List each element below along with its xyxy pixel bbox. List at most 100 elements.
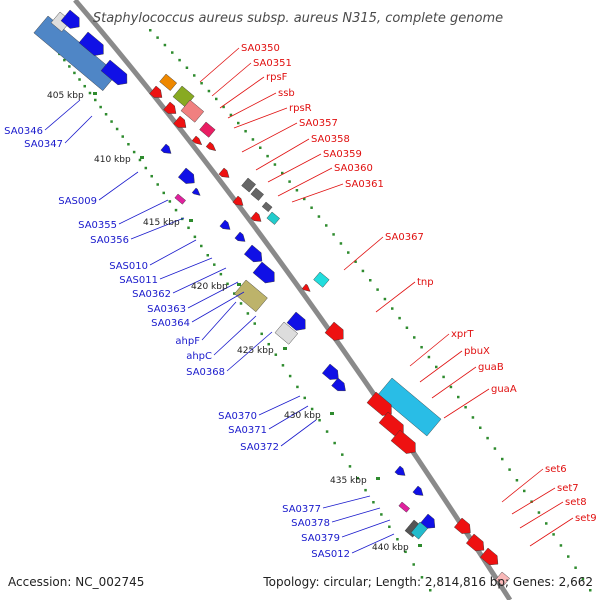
gene-arrow-minus [394,465,406,476]
leader-line [331,507,381,523]
gene-block [274,321,299,345]
gene-block [250,187,264,201]
tick-dot [259,146,262,149]
tick-dot [295,189,299,192]
tick-dot [260,332,263,336]
gene-block-cyan [313,271,330,288]
gene-label-plus: rpsF [266,72,288,83]
tick-dot [427,355,431,359]
scale-label: 425 kbp [237,346,274,356]
gene-block [199,121,216,138]
leader-line [149,239,197,266]
gene-label-plus: SA0351 [253,58,292,69]
leader-line [219,76,265,109]
leader-line [322,495,371,509]
tick-dot [464,405,467,409]
long-gene-guaA [377,377,442,437]
gene-block [313,271,330,288]
leader-line [255,138,310,171]
scale-label: 415 kbp [143,218,180,228]
tick-dot [207,89,211,93]
tick-dot [347,251,350,254]
gene-arrow [191,135,203,146]
gene-label-minus: SA0379 [301,533,340,544]
gene-block-olive [234,279,268,313]
scale-label: 435 kbp [330,476,367,486]
gene-label-minus: SA0362 [132,289,171,300]
tick-dot [127,142,130,146]
gene-arrow [324,321,344,341]
gene-arrow [286,311,306,331]
leader-line [187,281,239,309]
tick-dot [420,345,423,349]
gene-arrow-plus [173,115,187,128]
gene-arrow [394,465,406,476]
tick-dot [574,566,577,569]
leader-line [226,331,273,372]
gene-label-minus: SAS010 [109,261,148,272]
tick-dot [325,430,329,433]
tick-dot [581,577,585,581]
gene-arrow [454,517,471,534]
topology-label: Topology: circular; Length: 2,814,816 bp… [262,575,593,589]
tick-dot [537,511,541,514]
tick-dot [404,550,407,554]
gene-block-pink [180,99,205,123]
gene-label-minus: SAS012 [311,549,350,560]
tick-dot [281,171,284,175]
leader-line [343,236,384,271]
tick-dot [138,158,142,162]
gene-arrow-minus [420,513,436,529]
gene-block [398,501,410,513]
gene-label-plus: set9 [575,513,597,524]
tick-dot [372,500,375,504]
tick-dot [559,544,563,547]
gene-arrow-minus [412,485,424,496]
gene-label-minus: SA0370 [218,411,257,422]
leader-line [291,183,344,203]
tick-dot [174,208,178,212]
scale-tick [330,412,334,415]
gene-label-plus: SA0359 [323,149,362,160]
tick-dot [429,589,432,592]
tick-dot [552,533,555,536]
leader-line [529,517,574,547]
gene-arrow-minus [331,377,346,392]
genome-backbone [73,0,513,600]
tick-dot [213,263,216,266]
scale-tick [418,544,422,547]
gene-label-minus: SA0356 [90,235,129,246]
gene-arrow [191,187,201,196]
tick-dot [486,436,489,440]
gene-arrow-minus [78,31,104,56]
tick-dot [232,292,236,295]
tick-dot [104,112,108,116]
tick-dot [317,215,321,218]
leader-line [419,350,463,383]
gene-label-plus: tnp [417,277,434,288]
gene-arrow-plus [205,141,217,152]
tick-dot [523,489,526,493]
gene-arrow-plus [191,135,203,146]
tick-dot [239,302,243,305]
leader-line [241,122,298,153]
tick-dot [63,58,66,62]
leader-line [258,395,301,416]
gene-arrow-plus [480,547,499,566]
tick-dot [185,66,189,69]
tick-dot [251,138,255,141]
tick-dot [150,174,153,178]
gene-block [377,377,442,437]
leader-line [519,501,564,529]
leader-line [44,99,81,131]
tick-dot [215,97,218,101]
gene-label-plus: guaB [478,362,504,373]
leader-line [64,115,93,144]
tick-dot [162,191,165,195]
tick-dot [267,342,270,346]
tick-dot [388,525,391,529]
gene-label-minus: SA0363 [147,304,186,315]
gene-block-cyan [266,211,280,225]
gene-arrow [412,485,424,496]
leader-line [280,419,317,447]
